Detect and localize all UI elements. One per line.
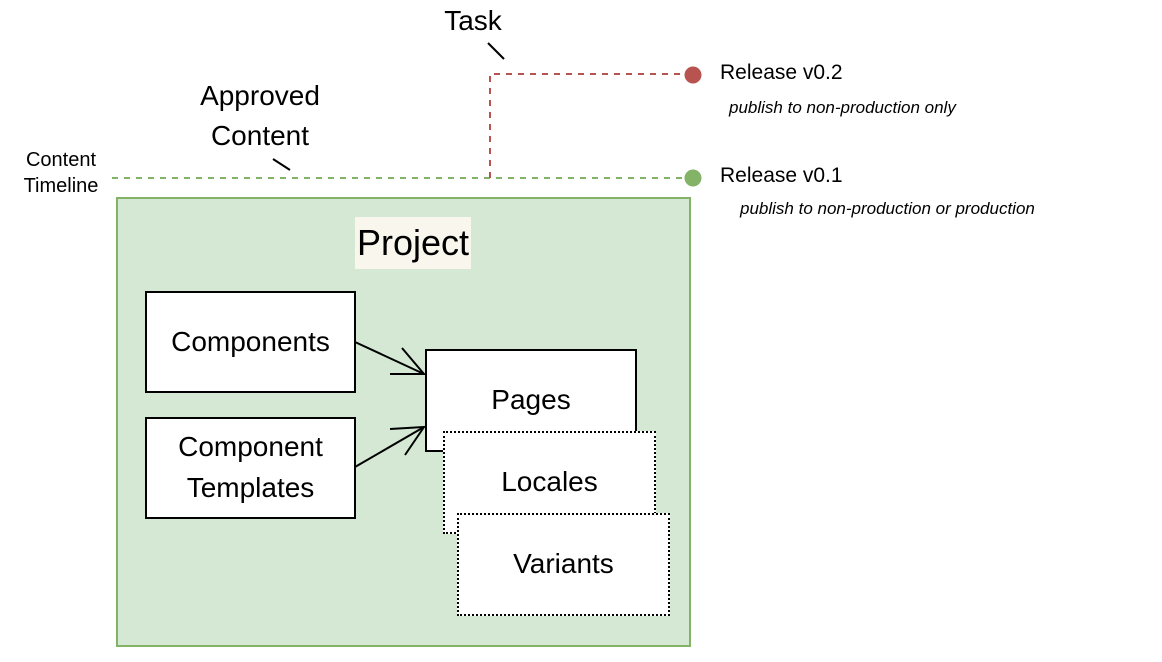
component-templates-line-1: Component: [178, 431, 323, 463]
content-timeline-line-2: Timeline: [23, 175, 99, 197]
edge-components-to-pages: [354, 341, 427, 375]
components-node[interactable]: Components: [145, 291, 356, 393]
approved-content-line-2: Content: [210, 120, 310, 151]
components-node-label: Components: [171, 325, 330, 357]
approved-content-label: Approved Content: [180, 76, 340, 156]
release-v02-subtitle: publish to non-production only: [729, 98, 956, 117]
release-v02-marker[interactable]: [684, 66, 702, 84]
component-templates-node[interactable]: Component Templates: [145, 417, 356, 519]
release-v01-subtitle: publish to non-production or production: [740, 199, 1035, 218]
release-v01-marker[interactable]: [684, 169, 702, 187]
task-callout-tick: [487, 42, 505, 60]
locales-node-label: Locales: [501, 466, 598, 498]
task-branch-line: [489, 73, 688, 178]
variants-node-label: Variants: [513, 548, 614, 580]
component-templates-line-2: Templates: [186, 472, 315, 503]
release-v01-title: Release v0.1: [720, 164, 843, 187]
content-timeline-line-1: Content: [25, 149, 97, 171]
edge-templates-to-pages: [354, 425, 426, 468]
project-title: Project: [355, 217, 472, 269]
variants-node[interactable]: Variants: [457, 513, 670, 616]
approved-content-callout-tick: [272, 158, 291, 171]
pages-node-label: Pages: [491, 384, 571, 416]
task-label: Task: [444, 5, 502, 36]
approved-content-line-1: Approved: [200, 80, 320, 111]
content-timeline-label: Content Timeline: [8, 147, 114, 199]
release-v02-title: Release v0.2: [720, 61, 843, 84]
